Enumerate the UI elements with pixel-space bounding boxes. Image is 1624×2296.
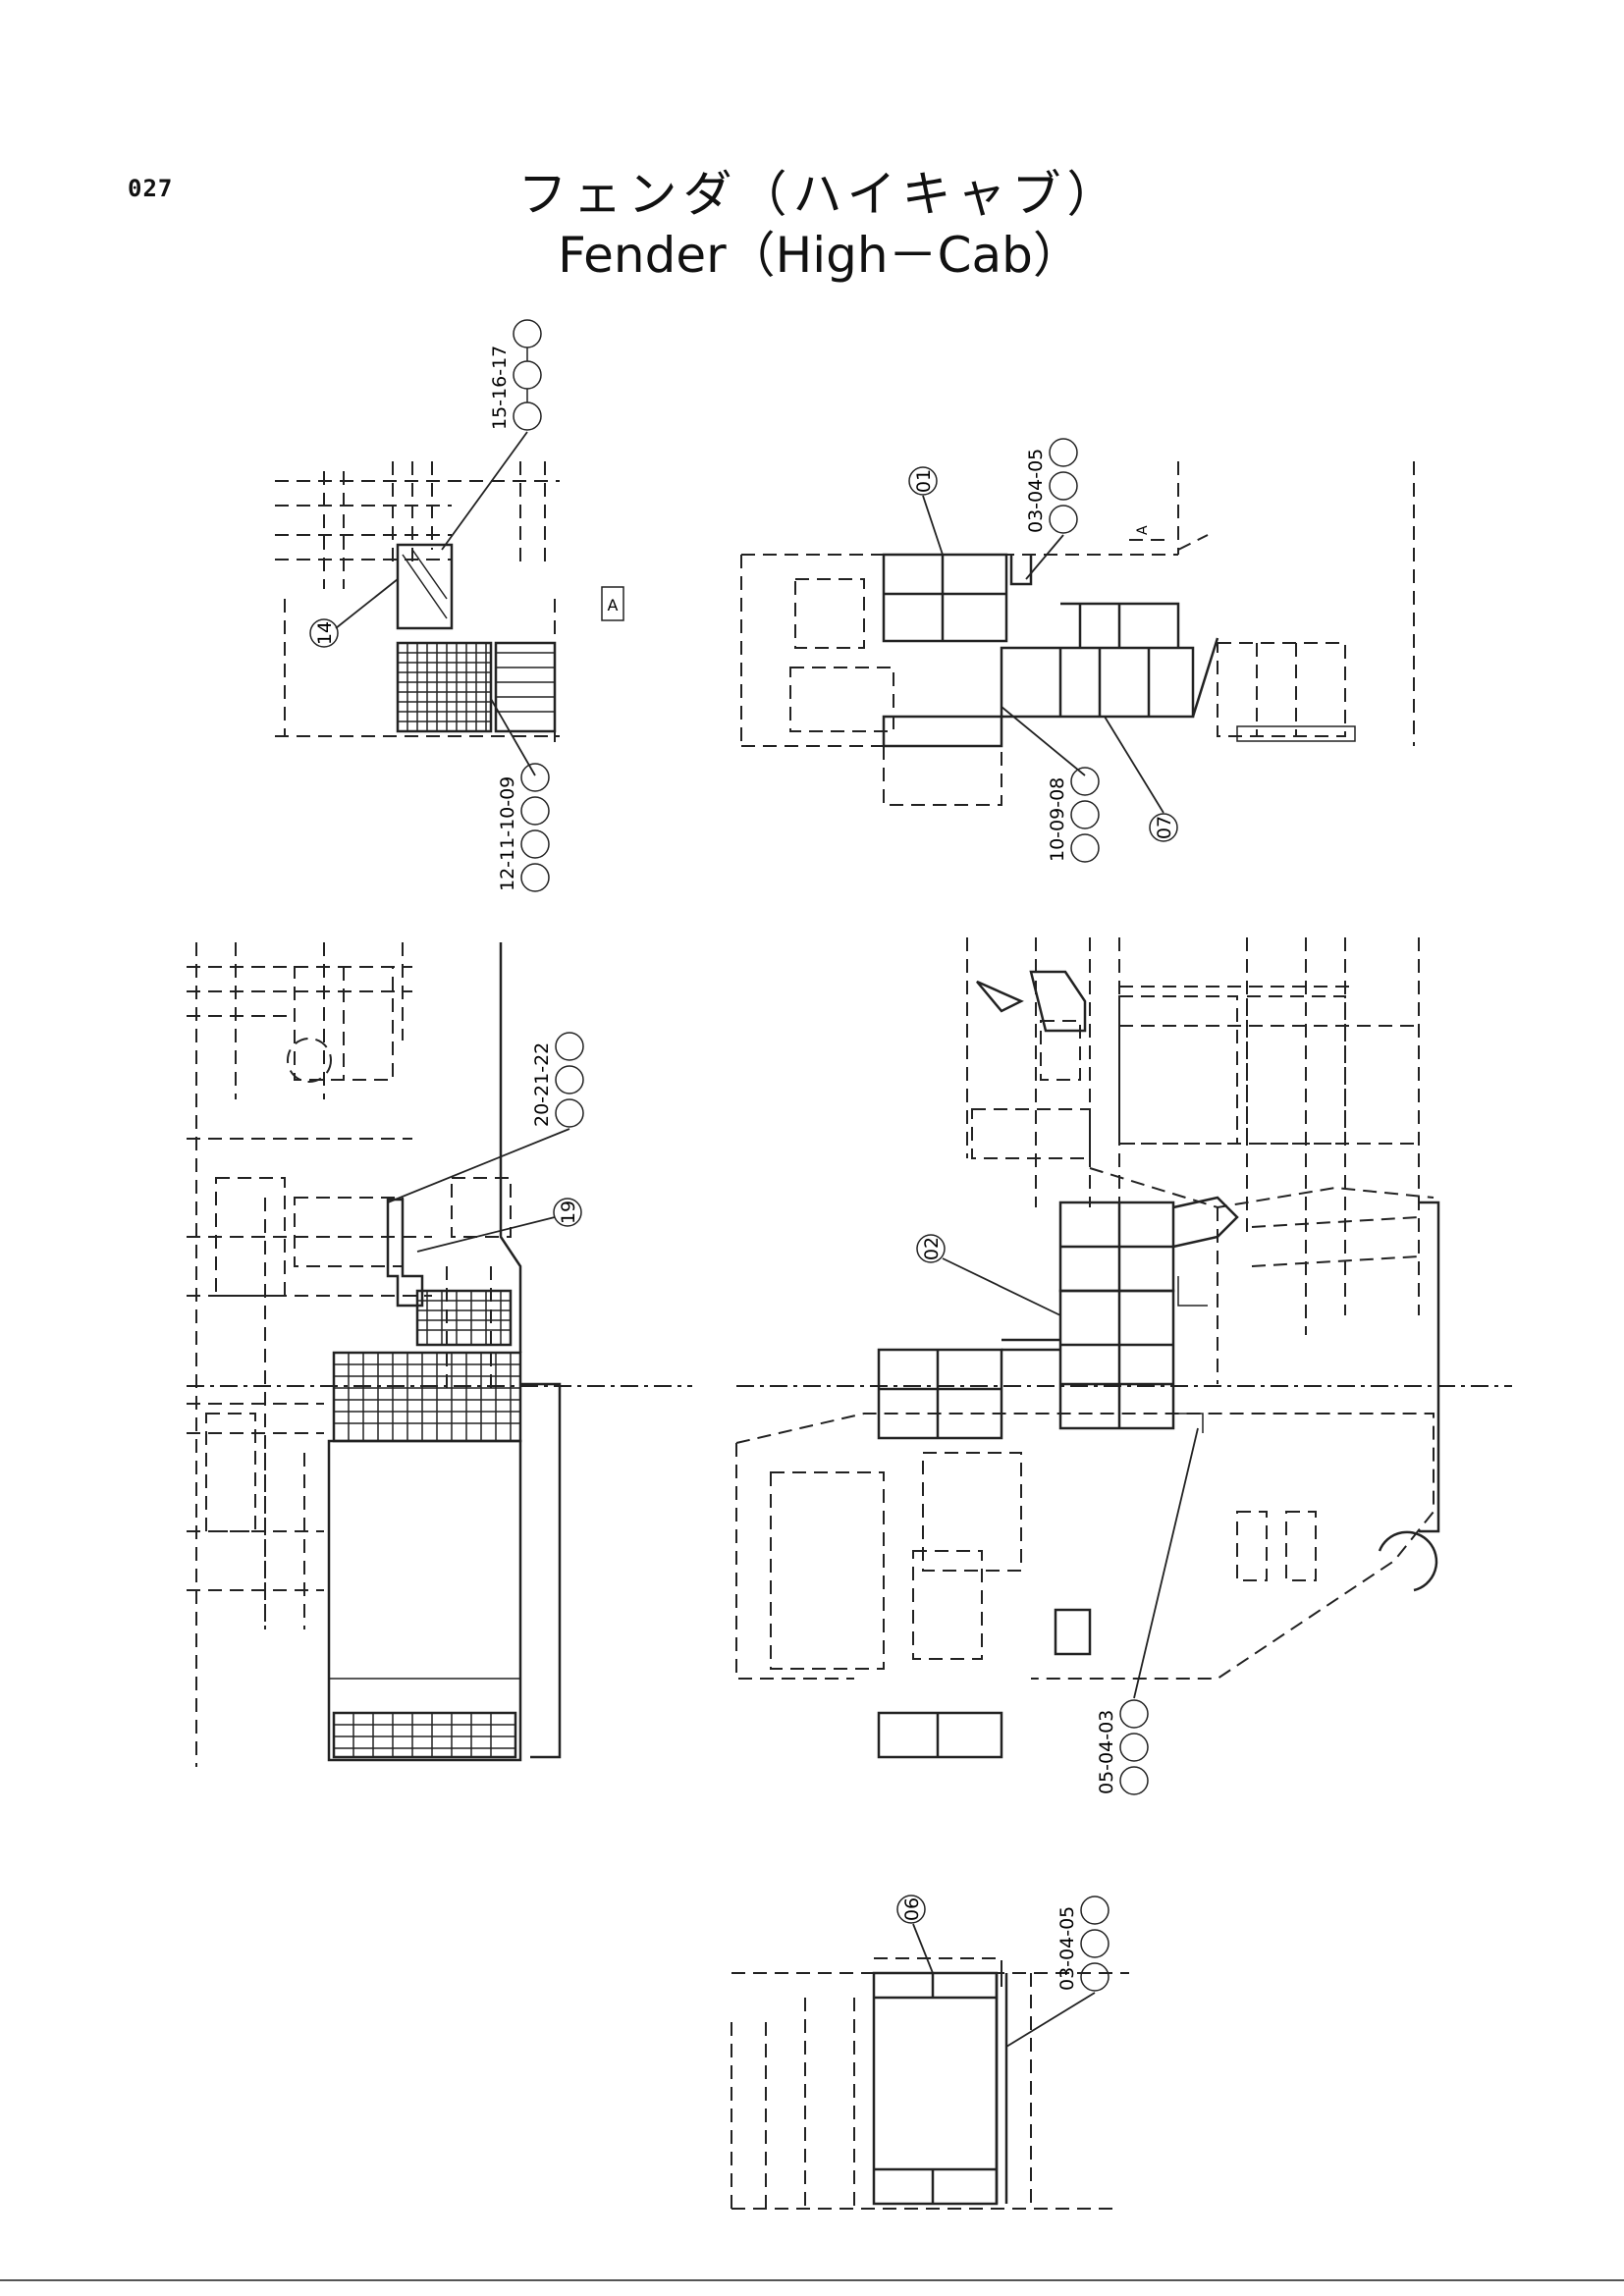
bottom-rule <box>0 2279 1624 2281</box>
callout-03-04-05-top: 03-04-05 <box>1025 438 1078 534</box>
view-a-label: A <box>608 596 619 614</box>
fender-02-lower <box>1058 1289 1175 1430</box>
fender-cab-side <box>877 1348 1003 1440</box>
callout-19: 19 <box>553 1198 582 1227</box>
fender-grating-right <box>494 641 557 733</box>
callout-08-09-10: 10-09-08 <box>1047 767 1100 863</box>
callout-09-10-11-12: 12-11-10-09 <box>497 763 550 892</box>
svg-text:10-09-08: 10-09-08 <box>1047 777 1068 862</box>
callout-20-21-22: 20-21-22 <box>531 1032 584 1128</box>
title-english: Fender（High－Cab） <box>558 227 1082 284</box>
view-arrow-label: A <box>1135 525 1151 535</box>
svg-text:20-21-22: 20-21-22 <box>531 1042 553 1127</box>
callout-06: 06 <box>896 1895 926 1924</box>
frame-body <box>327 1439 522 1762</box>
callout-03-04-05-middle: 05-04-03 <box>1096 1699 1149 1795</box>
svg-text:03-04-05: 03-04-05 <box>1025 449 1047 533</box>
svg-text:05-04-03: 05-04-03 <box>1096 1710 1117 1794</box>
callout-07: 07 <box>1149 813 1178 842</box>
view-middle-left <box>187 942 692 1767</box>
callout-14: 14 <box>309 618 339 648</box>
rear-grating <box>332 1711 517 1759</box>
callout-01: 01 <box>908 466 938 496</box>
fender-19-grating <box>415 1289 513 1347</box>
view-top-right: A <box>740 461 1415 806</box>
fender-main-grating <box>332 1351 522 1443</box>
svg-text:02: 02 <box>921 1237 943 1260</box>
callout-03-04-05-bottom: 03-04-05 <box>1056 1896 1110 1992</box>
callout-02: 02 <box>916 1234 946 1263</box>
svg-text:06: 06 <box>901 1897 923 1921</box>
svg-text:15-16-17: 15-16-17 <box>489 346 511 430</box>
view-top-left: A <box>275 461 624 746</box>
svg-text:14: 14 <box>314 621 336 645</box>
fender-grating-left <box>396 641 493 733</box>
callouts: 15-16-17 14 12-11-10-09 01 03-04-05 10-0… <box>309 319 1199 2048</box>
svg-text:19: 19 <box>558 1201 579 1224</box>
view-a-box <box>601 586 624 621</box>
svg-text:03-04-05: 03-04-05 <box>1056 1906 1078 1991</box>
view-middle-right <box>735 937 1512 1759</box>
fender-bottom <box>877 1711 1003 1759</box>
svg-text:01: 01 <box>913 469 935 493</box>
page-number: 027 <box>128 175 174 202</box>
fender-01-frame <box>882 553 1008 643</box>
fender-14-outline <box>396 543 454 630</box>
svg-text:12-11-10-09: 12-11-10-09 <box>497 776 518 891</box>
callout-15-16-17: 15-16-17 <box>489 319 542 431</box>
view-bottom <box>731 1957 1129 2210</box>
svg-text:07: 07 <box>1154 816 1175 839</box>
title-japanese: フェンダ（ハイキャブ） <box>517 166 1122 223</box>
